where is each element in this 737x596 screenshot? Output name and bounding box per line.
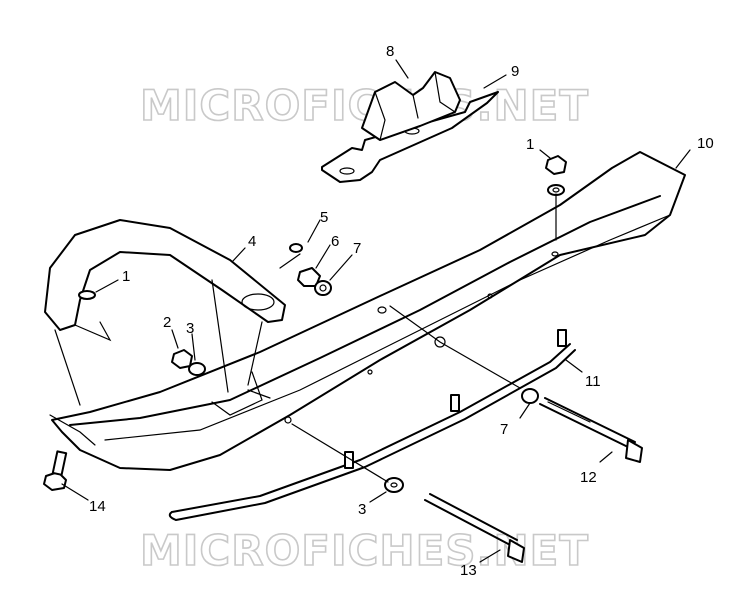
wear-pad-part <box>361 71 461 141</box>
callout-1-top: 1 <box>526 136 534 153</box>
wear-rod-part <box>49 343 576 521</box>
callout-7-top: 7 <box>353 240 361 257</box>
spindle-loop-part <box>44 219 286 406</box>
bolt-13-part <box>384 477 525 563</box>
callout-5: 5 <box>320 209 328 226</box>
callout-9: 9 <box>511 63 519 80</box>
callout-6: 6 <box>331 233 339 250</box>
callout-7-lower: 7 <box>500 421 508 438</box>
callout-3-lower: 3 <box>358 501 366 518</box>
callout-13: 13 <box>460 562 477 579</box>
callout-11: 11 <box>585 373 601 390</box>
bolt-12-part <box>521 388 643 463</box>
callout-3-upper: 3 <box>186 320 194 337</box>
callout-14: 14 <box>89 498 106 515</box>
callout-1-left: 1 <box>122 268 130 285</box>
small-hardware <box>171 155 567 376</box>
callout-4: 4 <box>248 233 256 250</box>
leader-lines <box>61 59 691 563</box>
callout-labels: 8 9 1 10 5 4 6 7 1 2 3 11 7 12 14 3 13 <box>89 43 714 579</box>
bolt-14-part <box>43 450 68 491</box>
callout-2: 2 <box>163 314 171 331</box>
callout-12: 12 <box>580 469 597 486</box>
ski-body-part <box>51 151 686 471</box>
stud-fasteners <box>344 329 567 469</box>
callout-8: 8 <box>386 43 394 60</box>
callout-10: 10 <box>697 135 714 152</box>
